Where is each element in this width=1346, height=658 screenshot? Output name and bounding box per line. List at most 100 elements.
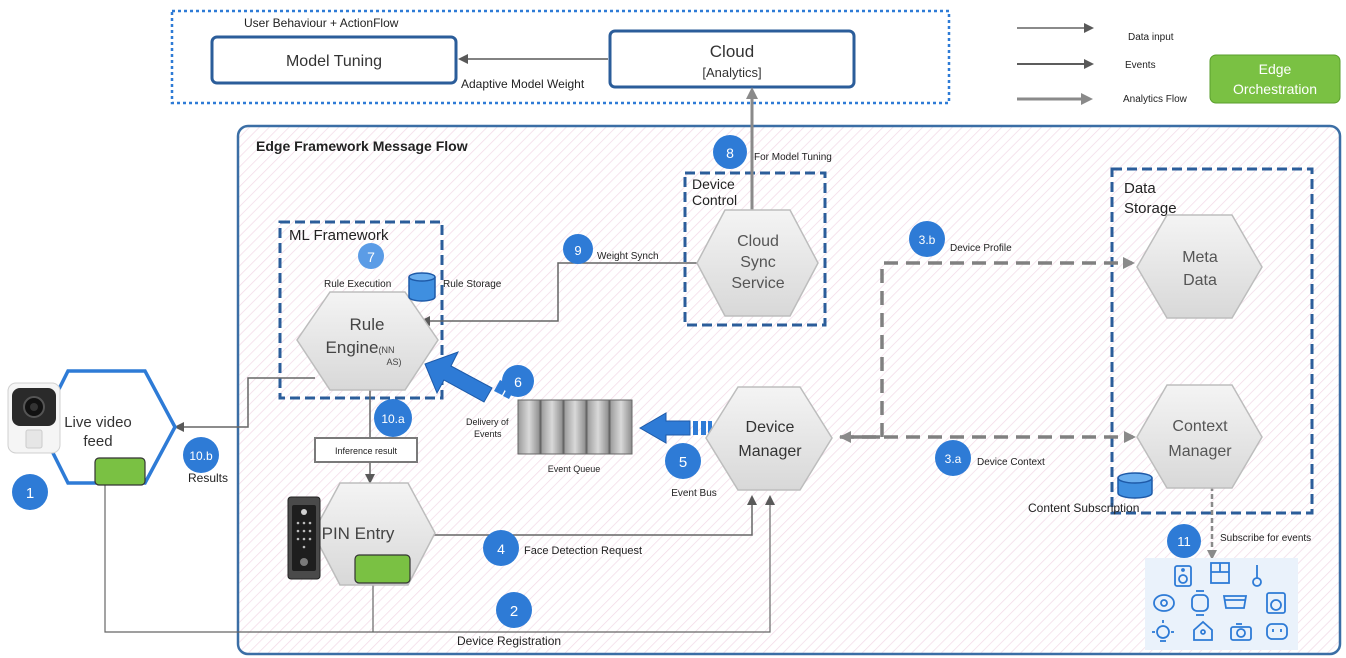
live-video-orchestration-badge [94, 457, 146, 486]
cloud-panel [170, 9, 951, 105]
weight-synch-arrow [420, 262, 700, 326]
live-video-line2: feed [83, 433, 112, 450]
event-bus-label: Event Bus [671, 488, 717, 499]
svg-text:7: 7 [367, 249, 375, 265]
edge-framework-title: Edge Framework Message Flow [256, 138, 468, 154]
step-badge-4: 4 [483, 530, 519, 566]
cloud-sync-line3: Service [731, 275, 784, 292]
svg-text:5: 5 [679, 454, 687, 471]
cloud-sync-line2: Sync [740, 254, 776, 271]
device-control-box [683, 171, 827, 327]
step-badge-7: 7 [358, 243, 384, 269]
device-profile-arrow [880, 257, 1135, 437]
fridge-icon [1210, 562, 1230, 584]
device-manager-node[interactable] [705, 386, 833, 491]
rule-engine-line1: Rule [350, 315, 385, 334]
face-detection-arrow [432, 495, 757, 536]
device-context-label: Device Context [977, 457, 1045, 468]
step-badge-2: 2 [496, 592, 532, 628]
device-registration-arrow [104, 480, 775, 633]
meta-data-line1: Meta [1182, 249, 1218, 266]
event-bus-arrow [638, 412, 712, 444]
weight-synch-label: Weight Synch [597, 251, 659, 262]
device-control-line2: Control [692, 192, 737, 208]
for-model-tuning-label: For Model Tuning [754, 152, 832, 163]
results-label: Results [188, 471, 228, 485]
watch-icon [1191, 590, 1209, 616]
legend-events: Events [1125, 60, 1156, 71]
model-tuning-label: Model Tuning [286, 53, 382, 70]
speaker-icon [1174, 565, 1192, 587]
svg-text:10.b: 10.b [189, 449, 213, 463]
results-arrow [174, 377, 315, 432]
context-manager-line1: Context [1172, 418, 1228, 435]
svg-text:1: 1 [26, 485, 34, 502]
step-badge-11: 11 [1167, 524, 1201, 558]
cloud-title: Cloud [710, 42, 754, 61]
adaptive-weight-label: Adaptive Model Weight [461, 77, 585, 91]
rule-storage-label: Rule Storage [443, 279, 502, 290]
svg-text:8: 8 [726, 145, 734, 161]
cooker-icon [1222, 595, 1248, 609]
iot-devices-panel [1145, 558, 1298, 650]
camera-device-icon [7, 382, 61, 454]
subscribe-arrow-head-bottom [1207, 550, 1217, 560]
event-queue [517, 399, 633, 455]
step-badge-5: 5 [665, 443, 701, 479]
rule-engine-sub1: (NN [378, 345, 394, 355]
svg-text:3.a: 3.a [945, 452, 962, 466]
home-sensor-icon [1193, 620, 1213, 641]
inference-result-label: Inference result [335, 446, 398, 456]
step-badge-10b: 10.b [183, 437, 219, 473]
rule-engine-sub2: AS) [386, 357, 401, 367]
svg-text:11: 11 [1177, 534, 1191, 549]
ml-framework-box [278, 220, 444, 400]
rule-engine-line2: Engine(NN [326, 338, 395, 357]
pin-entry-label: PIN Entry [322, 524, 395, 543]
rule-storage-cylinder-icon [408, 272, 436, 302]
pin-entry-orchestration-badge [354, 554, 411, 584]
data-storage-box [1110, 167, 1314, 515]
data-storage-line1: Data [1124, 180, 1156, 197]
meta-data-node[interactable] [1136, 214, 1263, 319]
step-badge-3b: 3.b [909, 221, 945, 257]
data-storage-line2: Storage [1124, 200, 1177, 217]
device-registration-label: Device Registration [457, 634, 561, 648]
edge-orchestration-line1: Edge [1259, 61, 1292, 77]
subscribe-label: Subscribe for events [1220, 533, 1311, 544]
thermometer-icon [1252, 565, 1262, 587]
edge-orchestration-line2: Orchestration [1233, 81, 1317, 97]
context-manager-line2: Manager [1168, 443, 1232, 460]
meta-data-line2: Data [1183, 272, 1217, 289]
ml-framework-label: ML Framework [289, 227, 389, 244]
plug-icon [1266, 623, 1288, 640]
smoke-detector-icon [1153, 594, 1175, 612]
svg-text:2: 2 [510, 603, 518, 620]
cloud-sync-node[interactable] [696, 209, 819, 317]
content-subscription-cylinder-icon [1117, 472, 1153, 499]
edge-orchestration-badge [1209, 54, 1341, 104]
cloud-analytics-box[interactable] [608, 29, 856, 89]
device-manager-line1: Device [746, 419, 795, 436]
svg-text:3.b: 3.b [919, 233, 936, 247]
svg-text:6: 6 [514, 374, 522, 390]
device-manager-line2: Manager [738, 443, 802, 460]
step-badge-9: 9 [563, 234, 593, 264]
model-tuning-box[interactable] [210, 35, 458, 85]
legend-data-input: Data input [1128, 32, 1174, 43]
cloud-panel-title: User Behaviour + ActionFlow [244, 16, 399, 30]
rule-engine-node[interactable] [296, 291, 439, 391]
svg-text:4: 4 [497, 541, 505, 557]
svg-text:10.a: 10.a [381, 412, 405, 426]
step-badge-6: 6 [502, 365, 534, 397]
live-video-line1: Live video [64, 414, 132, 431]
delivery-line1: Delivery of [466, 417, 509, 427]
legend-analytics-flow: Analytics Flow [1123, 94, 1188, 105]
context-manager-node[interactable] [1136, 384, 1263, 489]
bulb-icon [1152, 620, 1174, 642]
cloud-subtitle: [Analytics] [702, 65, 761, 80]
device-control-line1: Device [692, 176, 735, 192]
keypad-device-icon [287, 496, 321, 580]
delivery-line2: Events [474, 429, 502, 439]
